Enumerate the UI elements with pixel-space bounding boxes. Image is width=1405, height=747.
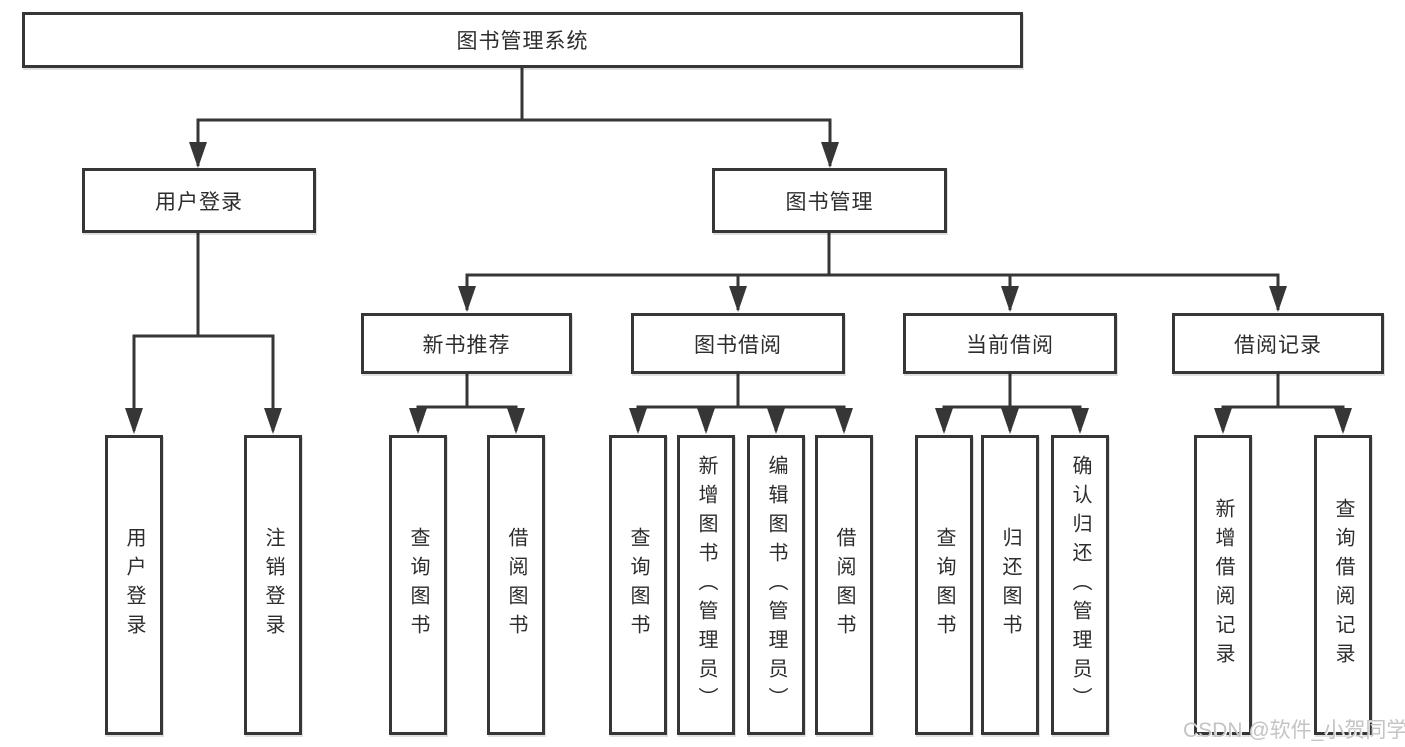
leaf-user-login-label: 用户登录 xyxy=(123,527,145,643)
node-user-login: 用户登录 xyxy=(82,168,316,233)
node-current-borrowing-label: 当前借阅 xyxy=(966,333,1054,357)
leaf-borrowing-add-books-admin: 新增图书（管理员） xyxy=(677,435,735,735)
leaf-borrowing-edit-books-admin-label: 编辑图书（管理员） xyxy=(765,454,787,716)
leaf-recommend-borrow-books: 借阅图书 xyxy=(487,435,545,735)
node-library-system-label: 图书管理系统 xyxy=(456,30,589,53)
node-book-management: 图书管理 xyxy=(712,168,947,233)
node-new-book-recommend-label: 新书推荐 xyxy=(422,333,511,357)
leaf-logout: 注销登录 xyxy=(244,435,302,735)
node-library-system: 图书管理系统 xyxy=(22,12,1023,68)
leaf-borrowing-borrow-books-label: 借阅图书 xyxy=(833,527,855,643)
node-book-management-label: 图书管理 xyxy=(785,190,874,214)
leaf-current-query-books-label: 查询图书 xyxy=(933,527,955,643)
node-new-book-recommend: 新书推荐 xyxy=(361,313,572,374)
leaf-records-add-record-label: 新增借阅记录 xyxy=(1212,498,1234,672)
node-book-borrowing: 图书借阅 xyxy=(631,313,845,374)
leaf-borrowing-edit-books-admin: 编辑图书（管理员） xyxy=(747,435,805,735)
leaf-current-confirm-return-admin: 确认归还（管理员） xyxy=(1051,435,1109,735)
leaf-current-return-books-label: 归还图书 xyxy=(999,527,1021,643)
leaf-current-query-books: 查询图书 xyxy=(915,435,973,735)
node-book-borrowing-label: 图书借阅 xyxy=(694,333,782,357)
leaf-records-query-record: 查询借阅记录 xyxy=(1314,435,1372,735)
leaf-borrowing-add-books-admin-label: 新增图书（管理员） xyxy=(695,454,717,716)
node-user-login-label: 用户登录 xyxy=(155,190,243,214)
leaf-current-confirm-return-admin-label: 确认归还（管理员） xyxy=(1069,454,1091,716)
node-borrow-records-label: 借阅记录 xyxy=(1234,333,1322,357)
leaf-user-login: 用户登录 xyxy=(105,435,163,735)
leaf-logout-label: 注销登录 xyxy=(262,527,284,643)
watermark: CSDN @软件_小贺同学 xyxy=(1183,719,1405,742)
node-borrow-records: 借阅记录 xyxy=(1172,313,1384,374)
leaf-borrowing-borrow-books: 借阅图书 xyxy=(815,435,873,735)
leaf-current-return-books: 归还图书 xyxy=(981,435,1039,735)
leaf-recommend-borrow-books-label: 借阅图书 xyxy=(505,527,527,643)
leaf-recommend-query-books-label: 查询图书 xyxy=(407,527,429,643)
leaf-borrowing-query-books: 查询图书 xyxy=(609,435,667,735)
leaf-borrowing-query-books-label: 查询图书 xyxy=(627,527,649,643)
leaf-recommend-query-books: 查询图书 xyxy=(389,435,447,735)
leaf-records-add-record: 新增借阅记录 xyxy=(1194,435,1252,735)
node-current-borrowing: 当前借阅 xyxy=(903,313,1117,374)
leaf-records-query-record-label: 查询借阅记录 xyxy=(1332,498,1354,672)
